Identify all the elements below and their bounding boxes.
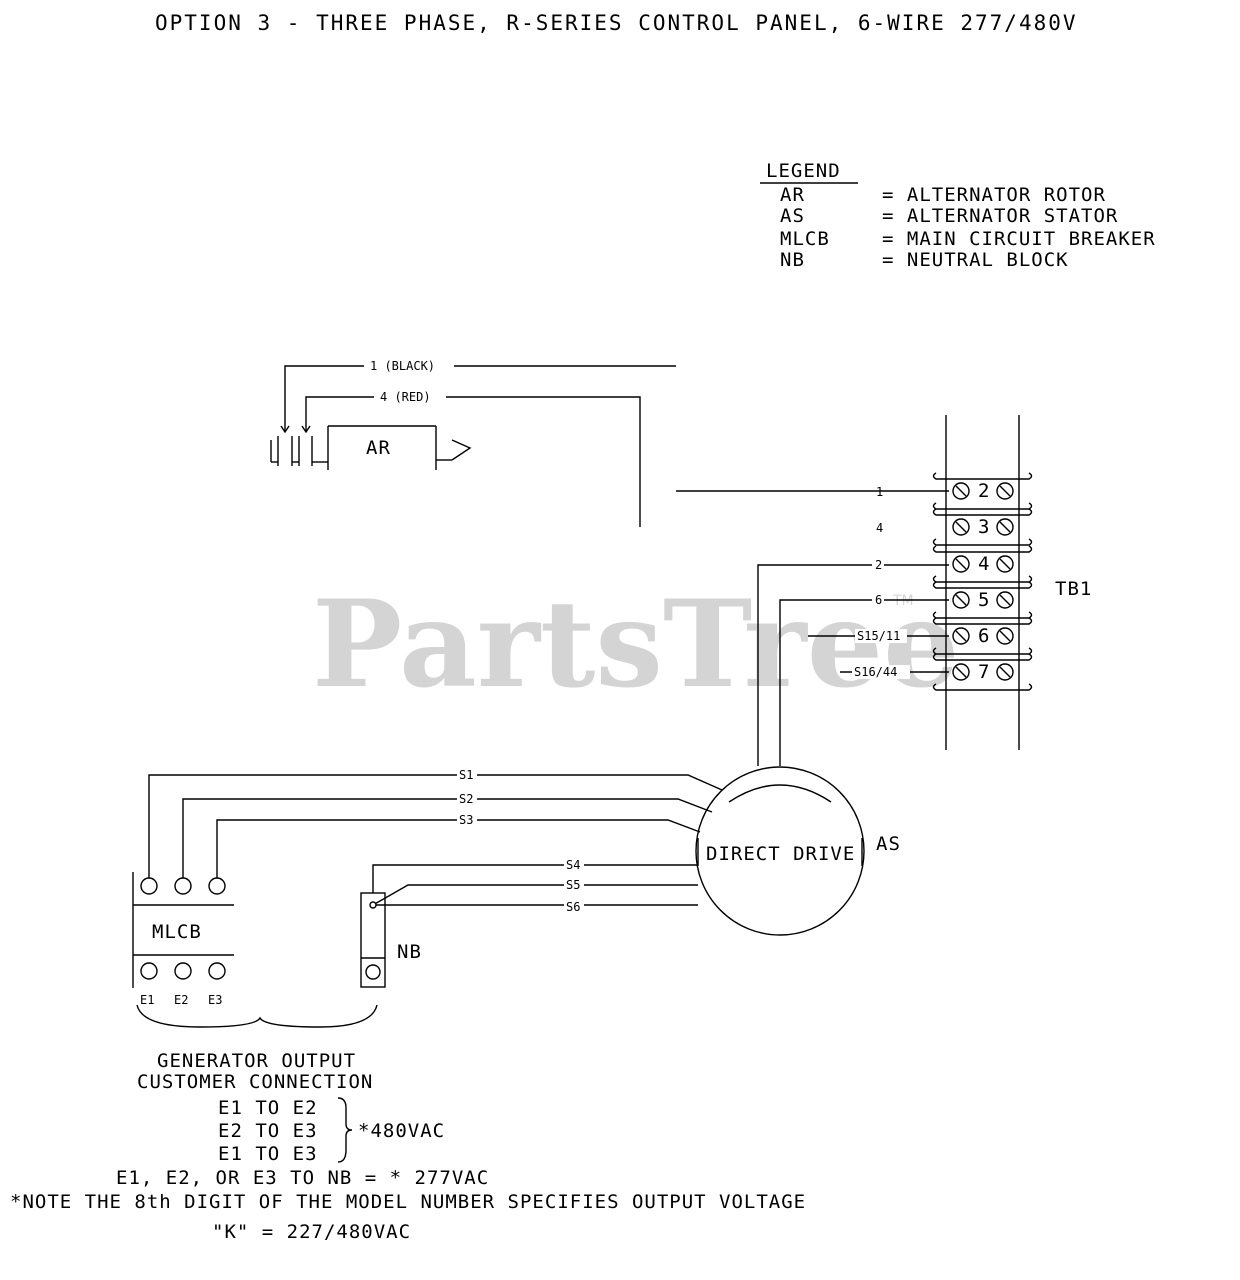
tb1-terminal-5: 5 (978, 589, 990, 611)
legend-abbr-ar: AR (780, 184, 805, 206)
connection-title-2: CUSTOMER CONNECTION (137, 1071, 373, 1093)
connection-note: *NOTE THE 8th DIGIT OF THE MODEL NUMBER … (10, 1191, 806, 1213)
tb1-wire-2: 2 (875, 558, 882, 572)
connection-code-line: "K" = 227/480VAC (212, 1221, 411, 1243)
wire-label-black: 1 (BLACK) (370, 359, 435, 373)
tb1-terminal-3: 3 (978, 516, 990, 538)
alternator-rotor: 1 (BLACK) 4 (RED) AR (270, 359, 676, 527)
legend: LEGEND AR = ALTERNATOR ROTOR AS = ALTERN… (760, 160, 1156, 271)
main-line-circuit-breaker: MLCB E1 E2 E3 (132, 872, 234, 1007)
lead-s3: S3 (459, 813, 473, 827)
tb1-terminal-7: 7 (978, 661, 990, 683)
legend-heading: LEGEND (766, 160, 841, 182)
lead-s5: S5 (566, 878, 580, 892)
legend-abbr-nb: NB (780, 249, 805, 271)
tb1-label: TB1 (1055, 578, 1092, 600)
neutral-block-label: NB (397, 941, 422, 963)
connection-pair-2: E2 TO E3 (218, 1120, 318, 1142)
output-brace (136, 1004, 378, 1028)
wire-label-red: 4 (RED) (380, 390, 431, 404)
tb1-wire-4: 4 (876, 521, 883, 535)
legend-def-as: = ALTERNATOR STATOR (882, 205, 1118, 227)
tb1-terminal-2: 2 (978, 480, 990, 502)
connection-title-1: GENERATOR OUTPUT (157, 1050, 356, 1072)
neutral-block: NB (360, 892, 422, 988)
terminal-block-tb1: TB1 2 3 4 5 6 7 (932, 415, 1092, 750)
breaker-output-e1: E1 (140, 993, 154, 1007)
customer-connection-notes: GENERATOR OUTPUT CUSTOMER CONNECTION E1 … (10, 1050, 806, 1243)
rotor-label: AR (366, 437, 391, 459)
tb1-wire-1: 1 (876, 485, 883, 499)
lead-s4: S4 (566, 858, 580, 872)
tb1-wire-s16: S16/44 (854, 665, 897, 679)
stator-leads: S1 S2 S3 S4 S5 S6 (148, 768, 723, 914)
tb1-wire-s15: S15/11 (857, 629, 900, 643)
watermark: PartsTree (312, 574, 959, 715)
stator-center-text: DIRECT DRIVE (706, 843, 855, 865)
connection-pair-voltage: *480VAC (358, 1120, 445, 1142)
lead-s1: S1 (459, 768, 473, 782)
watermark-tm: TM (892, 593, 914, 609)
connection-pair-3: E1 TO E3 (218, 1143, 318, 1165)
breaker-output-e2: E2 (174, 993, 188, 1007)
diagram-title: OPTION 3 - THREE PHASE, R-SERIES CONTROL… (155, 11, 1078, 35)
legend-abbr-as: AS (780, 205, 805, 227)
tb1-wire-6: 6 (875, 593, 882, 607)
breaker-label: MLCB (152, 921, 202, 943)
connection-pair-1: E1 TO E2 (218, 1097, 318, 1119)
stator-label: AS (876, 833, 901, 855)
legend-def-nb: = NEUTRAL BLOCK (882, 249, 1069, 271)
legend-def-mlcb: = MAIN CIRCUIT BREAKER (882, 228, 1156, 250)
legend-def-ar: = ALTERNATOR ROTOR (882, 184, 1106, 206)
lead-s2: S2 (459, 792, 473, 806)
tb1-terminal-4: 4 (978, 553, 990, 575)
tb1-terminal-6: 6 (978, 625, 990, 647)
lead-s6: S6 (566, 900, 580, 914)
tb1-wiring: 1 4 2 6 S15/11 S16/44 (676, 485, 949, 766)
connection-neutral-line: E1, E2, OR E3 TO NB = * 277VAC (116, 1167, 489, 1189)
alternator-stator: DIRECT DRIVE AS (695, 766, 901, 936)
breaker-output-e3: E3 (208, 993, 222, 1007)
legend-abbr-mlcb: MLCB (780, 228, 830, 250)
